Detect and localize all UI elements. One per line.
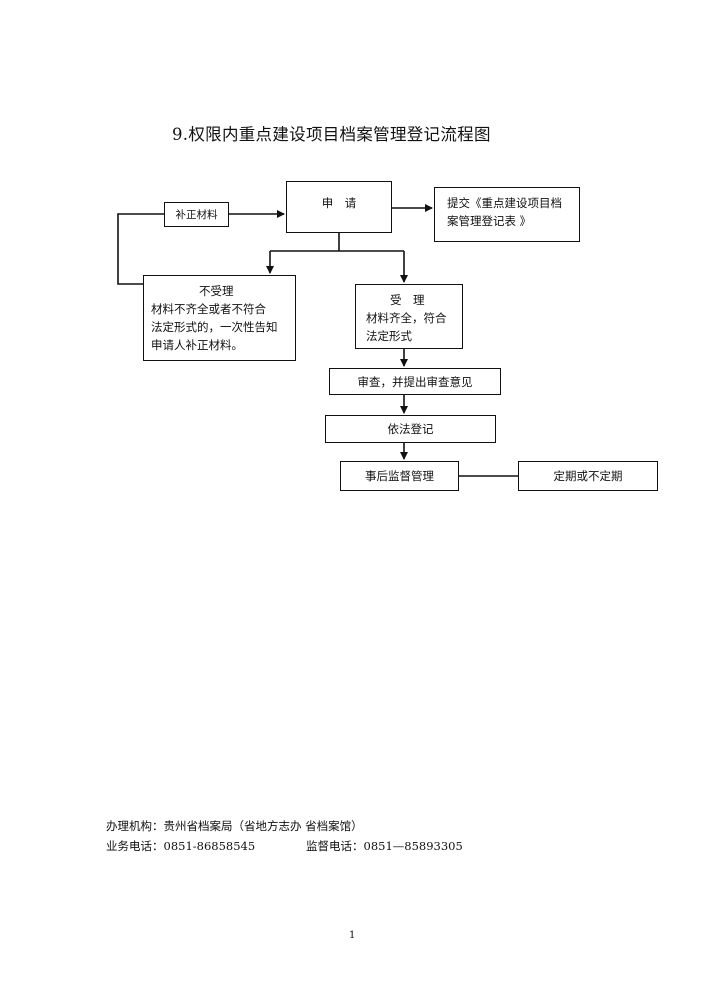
apply-label: 申 请 xyxy=(321,196,357,210)
page-number: 1 xyxy=(349,930,356,941)
business-phone: 业务电话：0851-86858545 xyxy=(106,839,256,853)
supervise-label: 事后监督管理 xyxy=(365,469,434,483)
accept-box: 受 理 材料齐全，符合 法定形式 xyxy=(355,284,463,349)
supervision-phone: 监督电话：0851—85893305 xyxy=(306,839,463,853)
reject-line3: 申请人补正材料。 xyxy=(151,338,243,352)
accept-line2: 法定形式 xyxy=(366,329,412,343)
supervise-box: 事后监督管理 xyxy=(340,461,459,491)
review-label: 审查，并提出审查意见 xyxy=(357,374,473,389)
register-box: 依法登记 xyxy=(325,415,496,443)
submit-form-box: 提交《重点建设项目档 案管理登记表 》 xyxy=(434,187,580,242)
supplement-box: 补正材料 xyxy=(164,202,229,227)
register-label: 依法登记 xyxy=(387,422,434,436)
apply-box: 申 请 xyxy=(286,181,392,233)
submit-form-line1: 提交《重点建设项目档 xyxy=(447,196,562,210)
accept-title: 受 理 xyxy=(390,293,425,307)
accept-line1: 材料齐全，符合 xyxy=(366,311,447,325)
reject-title: 不受理 xyxy=(199,284,234,298)
periodic-box: 定期或不定期 xyxy=(518,461,658,491)
reject-line2: 法定形式的，一次性告知 xyxy=(151,320,278,334)
document-title: 9.权限内重点建设项目档案管理登记流程图 xyxy=(172,125,491,144)
reject-line1: 材料不齐全或者不符合 xyxy=(151,302,266,316)
supplement-label: 补正材料 xyxy=(175,208,218,221)
reject-box: 不受理 材料不齐全或者不符合 法定形式的，一次性告知 申请人补正材料。 xyxy=(143,275,296,361)
submit-form-line2: 案管理登记表 》 xyxy=(447,214,532,228)
agency-info: 办理机构：贵州省档案局（省地方志办 省档案馆） xyxy=(106,819,363,833)
line-reject-to-supplement xyxy=(117,213,164,285)
periodic-label: 定期或不定期 xyxy=(553,469,623,483)
review-box: 审查，并提出审查意见 xyxy=(329,368,501,395)
